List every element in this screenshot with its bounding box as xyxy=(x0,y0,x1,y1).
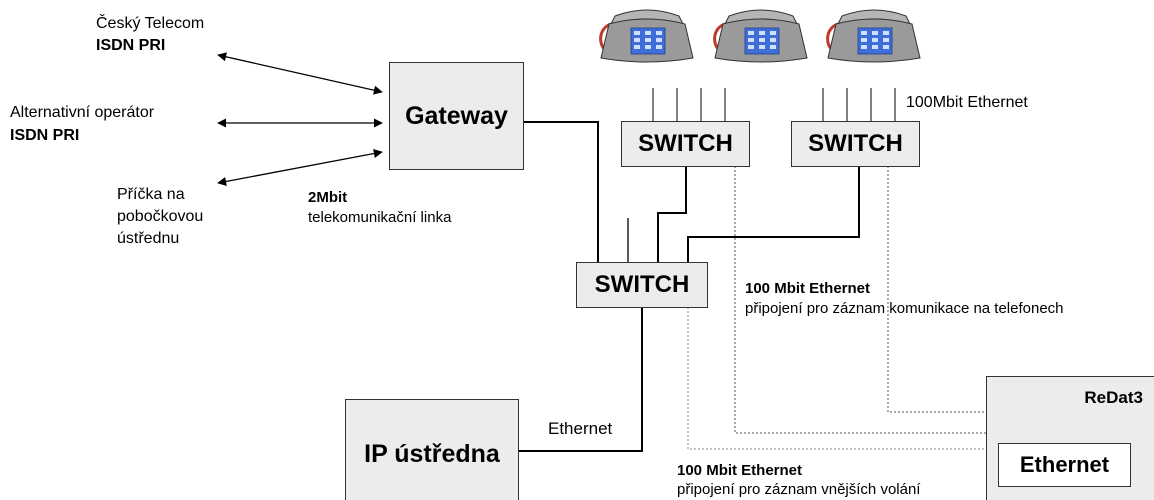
left-switch-ports xyxy=(652,88,726,121)
switch-center-label: SWITCH xyxy=(594,271,690,298)
cesky-telecom-type: ISDN PRI xyxy=(96,37,166,54)
eth-external-desc: připojení pro záznam vnějších volání xyxy=(677,481,921,498)
pricka-line-2: pobočkovou xyxy=(117,208,204,225)
dotted-right-switch-redat xyxy=(887,166,987,413)
gateway-label: Gateway xyxy=(405,101,508,130)
eth-phones-desc: připojení pro záznam komunikace na telef… xyxy=(745,300,1064,317)
line-gateway-switch xyxy=(523,121,599,262)
dotted-left-switch-redat xyxy=(734,166,987,434)
redat-ethernet-label: Ethernet xyxy=(1019,452,1110,477)
gateway-box: Gateway xyxy=(389,62,524,170)
ip-pbx-link-label: Ethernet xyxy=(548,419,613,438)
redat-box: ReDat3 Ethernet xyxy=(986,376,1154,500)
redat-ethernet-port: Ethernet xyxy=(998,443,1131,487)
line-center-to-left-switch xyxy=(657,166,687,262)
pricka-line-1: Příčka na xyxy=(117,186,185,203)
link-2mbit-title: 2Mbit xyxy=(308,189,348,206)
pricka-line-3: ústřednu xyxy=(117,230,180,247)
switch-center-box: SWITCH xyxy=(576,262,708,308)
link-2mbit-desc: telekomunikační linka xyxy=(308,209,452,226)
line-switch-ip-pbx xyxy=(518,307,643,452)
switch-right-label: SWITCH xyxy=(808,130,903,157)
redat-name: ReDat3 xyxy=(1084,388,1143,407)
arrow-cesky-telecom xyxy=(217,52,383,95)
ip-pbx-label: IP ústředna xyxy=(364,439,500,468)
arrow-pricka xyxy=(217,149,383,186)
eth-top-label: 100Mbit Ethernet xyxy=(906,94,1028,111)
switch-left-label: SWITCH xyxy=(638,130,733,157)
eth-external-title: 100 Mbit Ethernet xyxy=(677,462,803,479)
eth-phones-title: 100 Mbit Ethernet xyxy=(745,280,871,297)
alternativni-operator-label: Alternativní operátor xyxy=(10,104,155,121)
telephone-icon xyxy=(713,9,808,63)
alternativni-operator-type: ISDN PRI xyxy=(10,127,80,144)
ip-pbx-box: IP ústředna xyxy=(345,399,519,500)
switch-right-box: SWITCH xyxy=(791,121,920,167)
switch-left-box: SWITCH xyxy=(621,121,750,167)
cesky-telecom-label: Český Telecom xyxy=(96,15,205,32)
telephone-icon xyxy=(599,9,694,63)
right-switch-ports xyxy=(822,88,896,121)
dotted-center-switch-redat xyxy=(687,307,987,450)
telephone-icon xyxy=(826,9,921,63)
line-center-to-right-switch xyxy=(687,166,860,262)
